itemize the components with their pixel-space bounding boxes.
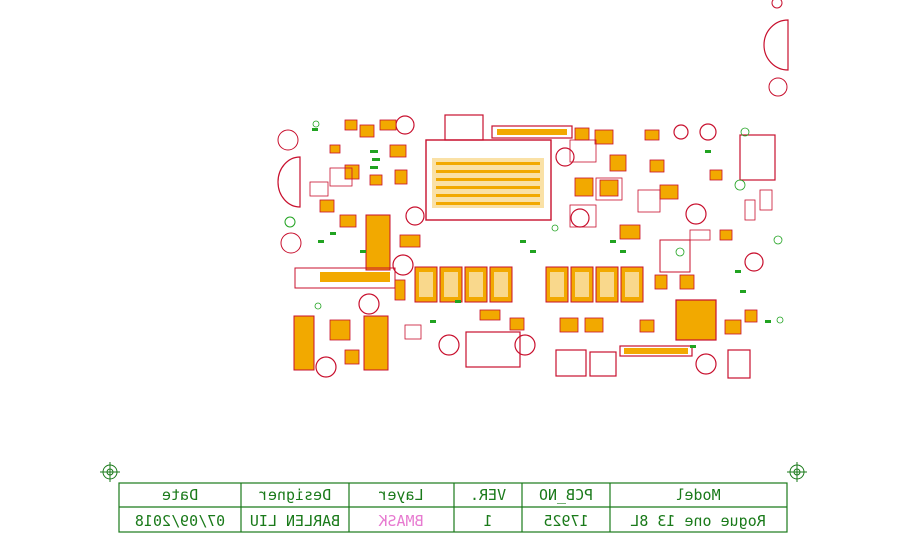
title-ver-value: 1: [483, 512, 492, 530]
title-designer-header: Designer: [259, 486, 331, 504]
title-model-value: Rogue one 13 8L: [630, 512, 765, 530]
title-model-header: Model: [675, 486, 720, 504]
title-layer-header: Layer: [378, 486, 423, 504]
registration-target-left-icon: [100, 462, 120, 482]
title-layer-value: BMASK: [378, 512, 423, 530]
title-pcbno-value: 17925: [543, 512, 588, 530]
title-ver-header: VER.: [470, 486, 506, 504]
title-pcbno-header: PCB_NO: [539, 486, 593, 504]
title-date-value: 07/09/2018: [135, 512, 225, 530]
title-designer-value: BARLEN LIU: [250, 512, 340, 530]
pcb-board-drawing: [100, 0, 807, 482]
registration-target-right-icon: [787, 462, 807, 482]
title-date-header: Date: [162, 486, 198, 504]
title-block: Date Designer Layer VER. PCB_NO Model 07…: [118, 482, 788, 533]
